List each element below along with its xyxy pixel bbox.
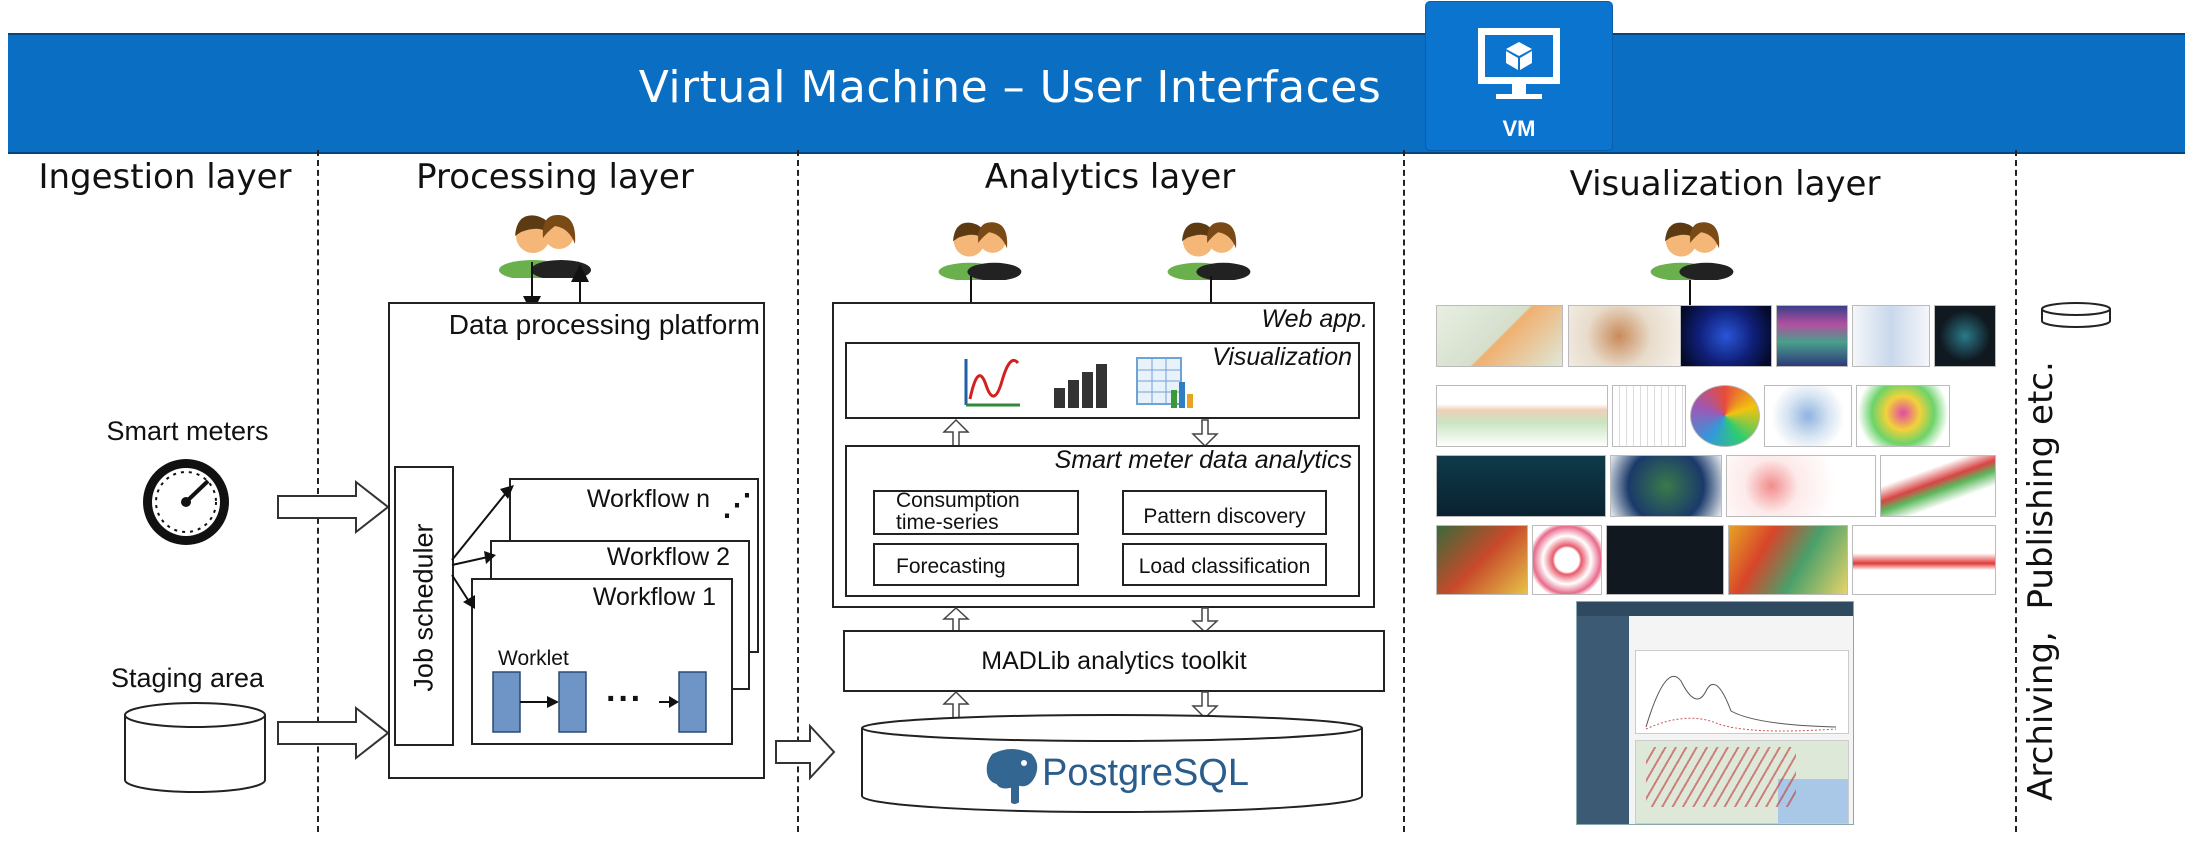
consumption-time-series-box	[873, 490, 1079, 535]
web-app-screenshot	[1576, 601, 1854, 825]
visualization-analytics-arrows	[942, 418, 1219, 448]
processing-to-database-arrow	[775, 723, 836, 781]
gallery-thumbnail	[1436, 525, 1528, 595]
layer-divider	[317, 150, 319, 832]
gallery-thumbnail	[1606, 525, 1724, 595]
gallery-thumbnail	[1680, 305, 1772, 367]
forecasting-box	[873, 543, 1079, 586]
gallery-thumbnail	[1436, 455, 1606, 517]
gallery-thumbnail	[1690, 385, 1760, 447]
worklet-chain	[492, 671, 707, 733]
processing-users-icon	[499, 214, 591, 278]
layer-divider	[797, 150, 799, 832]
archive-database-icon	[2041, 302, 2111, 328]
postgresql-label: PostgreSQL	[1042, 752, 1249, 794]
load-classification-label: Load classification	[1138, 555, 1311, 578]
madlib-toolkit-box	[843, 630, 1385, 692]
smart-meter-analytics-label: Smart meter data analytics	[1054, 446, 1352, 474]
gallery-thumbnail	[1436, 305, 1563, 367]
load-classification-box	[1122, 543, 1327, 586]
gallery-thumbnail	[1852, 525, 1996, 595]
job-scheduler-label: Job scheduler	[408, 523, 439, 692]
madlib-database-arrows	[942, 690, 1219, 720]
consumption-label-line1: Consumption	[896, 489, 1020, 512]
layer-divider	[1403, 150, 1405, 832]
gallery-thumbnail	[1776, 305, 1848, 367]
screenshot-density-curve	[1645, 675, 1837, 732]
analytics-layer-title: Analytics layer	[984, 157, 1236, 197]
screenshot-chart	[1635, 650, 1849, 734]
pattern-discovery-label: Pattern discovery	[1143, 505, 1306, 528]
worklet-ellipsis: ···	[606, 680, 643, 718]
analytics-users-icon-right	[1167, 222, 1251, 280]
screenshot-header	[1577, 602, 1853, 616]
workflow-ellipsis: ⋰	[722, 489, 752, 522]
bar-chart-icon	[1054, 364, 1107, 408]
workflow-1-label: Workflow 1	[592, 583, 716, 611]
forecasting-label: Forecasting	[896, 555, 1006, 578]
smart-meters-label: Smart meters	[106, 416, 269, 446]
staging-area-label: Staging area	[110, 663, 265, 693]
visualization-users-icon	[1650, 222, 1734, 280]
postgresql-elephant-icon	[984, 747, 1040, 806]
web-app-label: Web app.	[1261, 305, 1368, 333]
data-processing-platform-label: Data processing platform	[448, 309, 760, 340]
gallery-thumbnail	[1728, 525, 1848, 595]
ingestion-layer-title: Ingestion layer	[38, 157, 292, 197]
monitor-icon	[1478, 28, 1560, 99]
layer-divider	[2015, 150, 2017, 832]
gallery-thumbnail	[1568, 305, 1695, 367]
visualization-label: Visualization	[1212, 343, 1352, 371]
gallery-thumbnail	[1856, 385, 1950, 447]
banner-title: Virtual Machine – User Interfaces	[638, 62, 1382, 113]
screenshot-sidebar	[1577, 616, 1629, 824]
workflow-n-label: Workflow n	[586, 485, 710, 513]
spreadsheet-chart-icon	[1136, 357, 1193, 408]
gallery-thumbnail	[1610, 455, 1722, 517]
webapp-madlib-arrows	[942, 606, 1219, 634]
vm-label: VM	[1502, 116, 1536, 141]
processing-layer-title: Processing layer	[416, 157, 694, 197]
meters-to-processing-arrow	[277, 479, 390, 535]
gallery-thumbnail	[1934, 305, 1996, 367]
staging-database-icon	[124, 702, 266, 793]
madlib-toolkit-label: MADLib analytics toolkit	[981, 647, 1247, 675]
staging-to-processing-arrow	[277, 705, 390, 761]
visualization-gallery	[1436, 303, 1996, 598]
gallery-thumbnail	[1880, 455, 1996, 517]
line-chart-icon	[964, 358, 1020, 407]
visualization-layer-title: Visualization layer	[1569, 164, 1881, 204]
vm-banner	[8, 33, 2185, 154]
screenshot-map-markers	[1646, 747, 1796, 807]
job-scheduler-box	[394, 466, 454, 746]
consumption-time-series-label: Consumption time-series	[896, 490, 1020, 534]
smart-meter-icon	[143, 459, 229, 545]
archiving-publishing-label: Archiving, Publishing etc.	[2021, 361, 2061, 801]
scheduler-to-workflows-arrows	[451, 485, 514, 609]
gallery-thumbnail	[1852, 305, 1930, 367]
gallery-thumbnail	[1612, 385, 1686, 447]
gallery-thumbnail	[1532, 525, 1602, 595]
gallery-thumbnail	[1436, 385, 1608, 447]
vm-badge	[1426, 2, 1612, 150]
consumption-label-line2: time-series	[896, 511, 999, 534]
postgresql-database-cylinder	[861, 714, 1363, 813]
analytics-users-icon-left	[938, 222, 1022, 280]
gallery-thumbnail	[1726, 455, 1876, 517]
screenshot-map	[1635, 740, 1849, 824]
gallery-thumbnail	[1764, 385, 1852, 447]
worklet-label: Worklet	[498, 647, 569, 670]
workflow-2-label: Workflow 2	[606, 543, 730, 571]
pattern-discovery-box	[1122, 490, 1327, 535]
